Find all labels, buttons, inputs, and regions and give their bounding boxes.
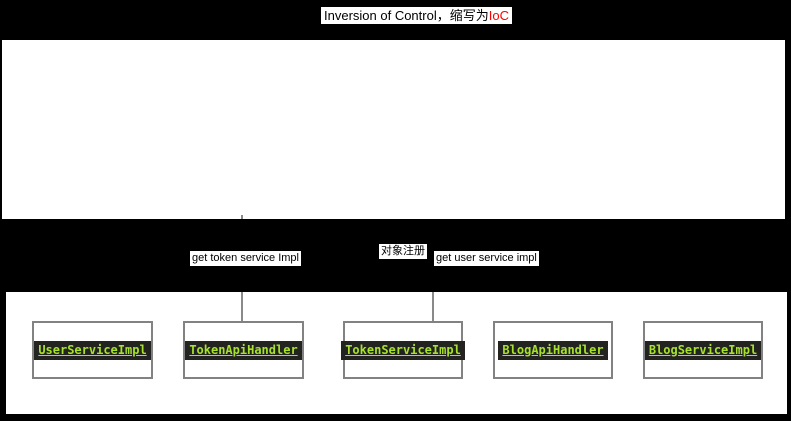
label-get-user-service: get user service impl xyxy=(434,251,539,266)
diagram-title-text: Inversion of Control，缩写为 xyxy=(324,8,489,23)
code-chip: BlogServiceImpl xyxy=(644,340,762,360)
connector-token-service xyxy=(432,292,434,321)
impl-box-blog-api-handler: BlogApiHandler xyxy=(493,321,613,379)
impl-box-token-service: TokenServiceImpl xyxy=(341,321,465,379)
code-chip: BlogApiHandler xyxy=(498,340,608,360)
ioc-container-box xyxy=(2,40,785,219)
implementations-panel: UserServiceImpl TokenApiHandler TokenSer… xyxy=(6,292,787,414)
code-chip: TokenServiceImpl xyxy=(341,340,465,360)
connector-stub xyxy=(241,215,243,219)
code-chip: TokenApiHandler xyxy=(185,340,302,360)
label-object-register: 对象注册 xyxy=(379,244,427,259)
diagram-title: Inversion of Control，缩写为IoC xyxy=(321,7,512,24)
label-get-token-service: get token service Impl xyxy=(190,251,301,266)
impl-box-user-service: UserServiceImpl xyxy=(32,321,153,379)
impl-box-blog-service: BlogServiceImpl xyxy=(643,321,763,379)
connector-token-api xyxy=(241,292,243,321)
impl-box-token-api-handler: TokenApiHandler xyxy=(183,321,304,379)
code-chip: UserServiceImpl xyxy=(34,340,151,360)
ioc-highlight: IoC xyxy=(488,8,509,23)
